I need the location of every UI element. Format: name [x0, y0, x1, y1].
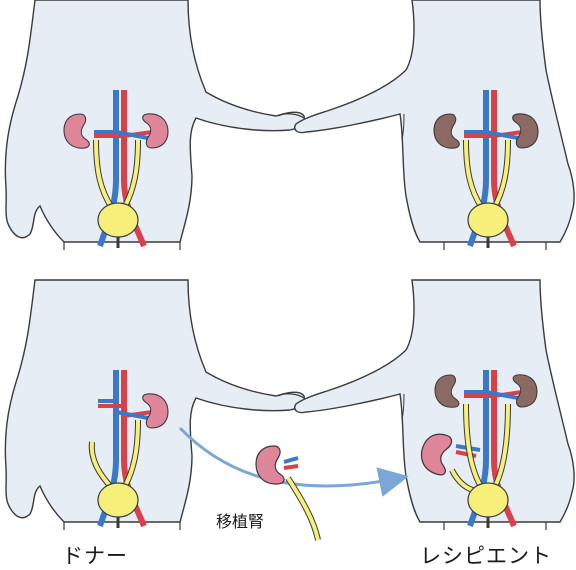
bladder	[468, 203, 508, 237]
donor-figure-bottom	[5, 280, 304, 530]
recipient-label: レシピエント	[420, 540, 552, 570]
bladder	[98, 483, 138, 517]
donor-label: ドナー	[62, 540, 128, 570]
recipient-figure-bottom	[295, 280, 574, 530]
bladder	[468, 483, 508, 517]
donor-figure-top	[5, 0, 304, 250]
recipient-figure-top	[295, 0, 574, 250]
graft-kidney	[256, 446, 318, 540]
transplanted-kidney-label: 移植腎	[216, 508, 264, 532]
bladder	[98, 203, 138, 237]
